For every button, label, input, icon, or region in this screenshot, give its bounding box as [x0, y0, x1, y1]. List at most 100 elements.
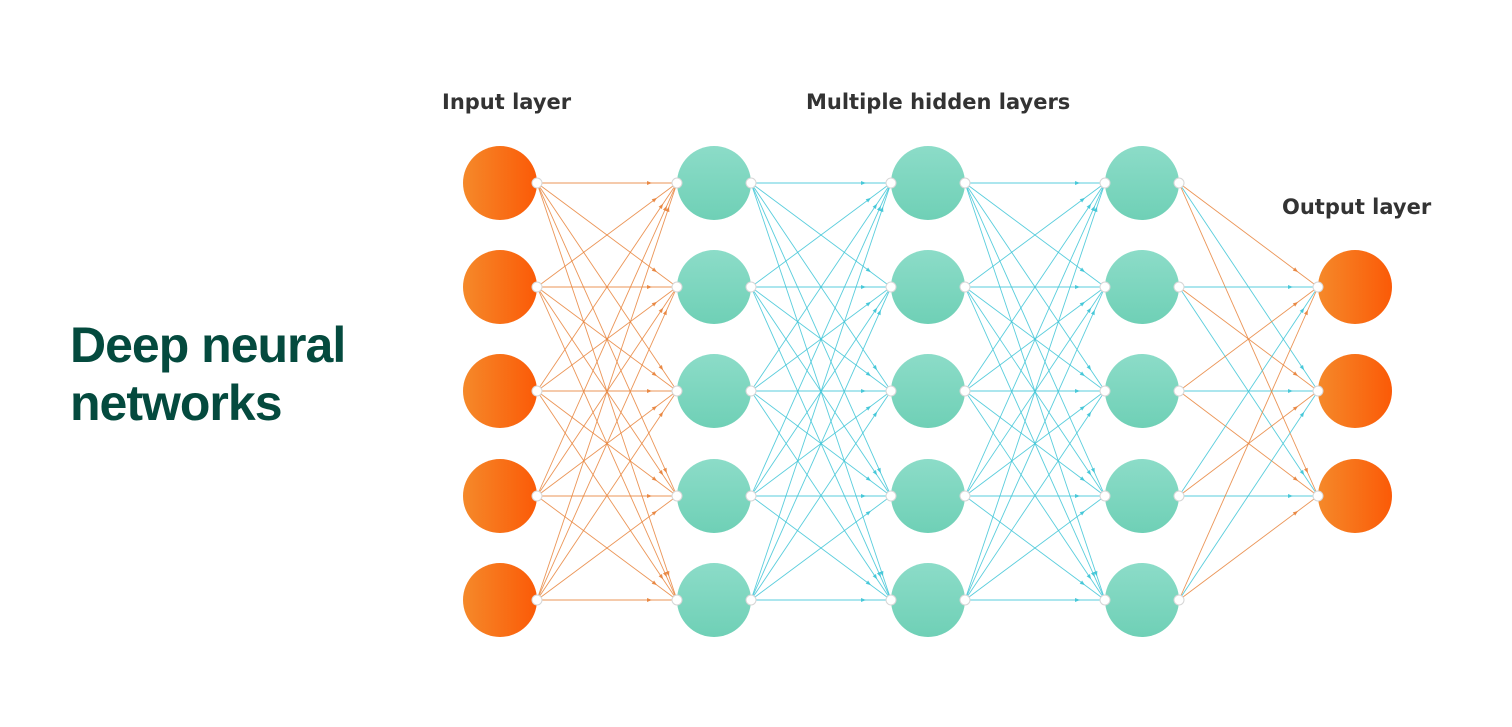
output-neuron	[1318, 250, 1392, 324]
hidden-layers-label: Multiple hidden layers	[806, 90, 1071, 114]
connection-line	[964, 182, 1106, 497]
connector-dot	[1099, 177, 1111, 189]
arrowhead-icon	[865, 406, 871, 411]
connection-line	[750, 182, 892, 392]
arrowhead-icon	[1292, 476, 1299, 481]
connection-line	[536, 390, 678, 601]
arrowhead-icon	[876, 571, 881, 578]
arrowhead-icon	[1079, 371, 1085, 377]
connection-line	[1178, 286, 1319, 601]
arrowhead-icon	[872, 411, 878, 418]
arrowhead-icon	[1292, 371, 1298, 377]
arrowhead-icon	[651, 510, 657, 516]
hidden-neuron	[1105, 146, 1179, 220]
arrowhead-icon	[1090, 205, 1095, 212]
arrowhead-icon	[1288, 285, 1293, 289]
connector-dot	[959, 490, 971, 502]
arrowhead-icon	[647, 285, 652, 289]
hidden-neuron	[891, 250, 965, 324]
connector-dot	[531, 385, 543, 397]
connection-line	[1178, 286, 1319, 497]
input-neuron	[463, 146, 537, 220]
arrowhead-icon	[865, 580, 871, 586]
connector-dot	[531, 281, 543, 293]
arrowhead-icon	[861, 494, 866, 498]
connector-dot	[531, 177, 543, 189]
arrowhead-icon	[861, 598, 866, 602]
connector-dot	[1312, 385, 1324, 397]
neurons-group	[463, 146, 1392, 637]
connector-dot	[959, 177, 971, 189]
arrowhead-icon	[658, 469, 664, 476]
input-neuron	[463, 250, 537, 324]
connector-dot	[1173, 594, 1185, 606]
arrowhead-icon	[651, 197, 657, 203]
connector-dot	[745, 490, 757, 502]
arrowhead-icon	[658, 411, 664, 418]
arrowhead-icon	[1079, 406, 1085, 411]
connection-line	[750, 182, 892, 497]
arrowhead-icon	[872, 469, 878, 476]
hidden-neuron	[677, 459, 751, 533]
arrowhead-icon	[651, 476, 657, 481]
output-layer-label: Output layer	[1282, 195, 1432, 219]
arrowhead-icon	[1093, 206, 1098, 213]
connector-dot	[531, 490, 543, 502]
arrowhead-icon	[662, 309, 667, 316]
connector-dot	[745, 281, 757, 293]
arrowhead-icon	[651, 267, 657, 273]
connector-dot	[671, 281, 683, 293]
connector-dot	[745, 177, 757, 189]
arrowhead-icon	[662, 571, 667, 578]
arrowhead-icon	[1292, 510, 1298, 516]
connector-dot	[959, 281, 971, 293]
arrowhead-icon	[1303, 309, 1308, 316]
arrowhead-icon	[1288, 494, 1293, 498]
connector-dot	[959, 385, 971, 397]
arrowhead-icon	[1292, 301, 1298, 307]
connector-dot	[531, 594, 543, 606]
arrowhead-icon	[1086, 411, 1092, 418]
arrowhead-icon	[1303, 467, 1308, 474]
connection-line	[964, 390, 1106, 601]
connection-line	[536, 182, 678, 392]
connection-line	[536, 182, 678, 497]
hidden-neuron	[891, 563, 965, 637]
connection-line	[964, 286, 1106, 601]
connector-dot	[1099, 490, 1111, 502]
connector-dot	[671, 490, 683, 502]
arrowhead-icon	[861, 181, 866, 185]
arrowhead-icon	[1292, 267, 1298, 273]
connector-dot	[885, 594, 897, 606]
arrowhead-icon	[1086, 307, 1092, 314]
arrowhead-icon	[1075, 389, 1080, 393]
connection-line	[536, 286, 678, 601]
arrowhead-icon	[876, 467, 881, 474]
arrowhead-icon	[1299, 469, 1305, 476]
arrowhead-icon	[1075, 285, 1080, 289]
arrowhead-icon	[1079, 476, 1085, 481]
arrowhead-icon	[658, 364, 664, 371]
connector-dot	[1173, 385, 1185, 397]
arrowhead-icon	[872, 573, 878, 580]
arrowhead-icon	[658, 573, 664, 580]
connector-dot	[885, 385, 897, 397]
arrowhead-icon	[1288, 389, 1293, 393]
input-neuron	[463, 459, 537, 533]
connector-dot	[885, 177, 897, 189]
output-neuron	[1318, 354, 1392, 428]
arrowhead-icon	[1299, 411, 1305, 418]
arrowhead-icon	[665, 206, 670, 213]
arrowhead-icon	[876, 205, 881, 212]
connector-dot	[959, 594, 971, 606]
connector-dot	[1173, 281, 1185, 293]
hidden-neuron	[1105, 354, 1179, 428]
connector-dot	[1099, 385, 1111, 397]
connector-dot	[1099, 594, 1111, 606]
arrowhead-icon	[879, 206, 884, 213]
connection-line	[750, 286, 892, 601]
arrowhead-icon	[872, 203, 878, 210]
connection-line	[1178, 390, 1319, 601]
